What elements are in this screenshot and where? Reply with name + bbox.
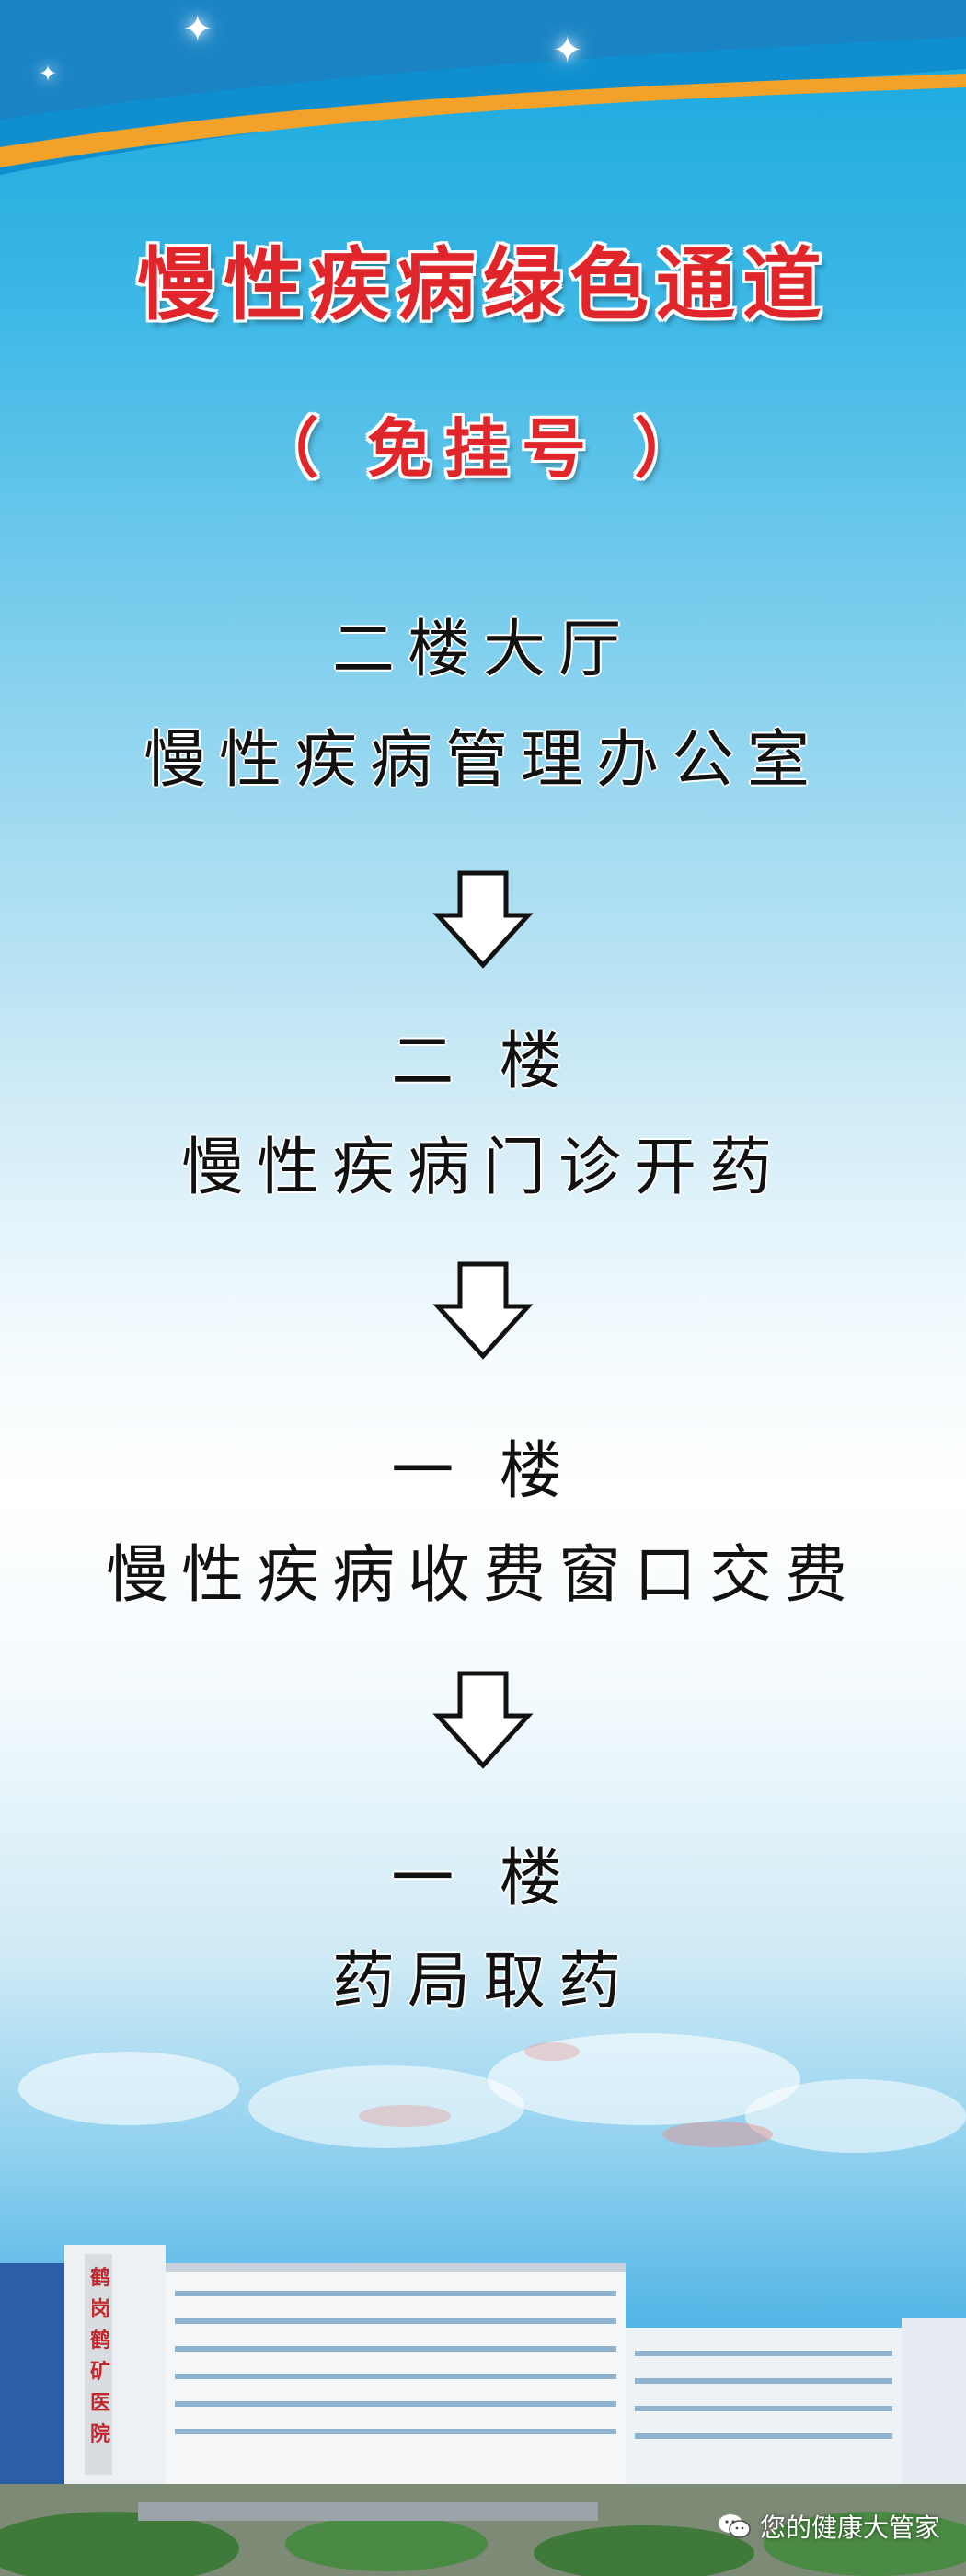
- step-2-action: 慢性疾病门诊开药: [180, 1132, 785, 1204]
- down-arrow-icon: [432, 1261, 534, 1360]
- step-3-action: 慢性疾病收费窗口交费: [105, 1539, 860, 1612]
- sparkle-icon: ✦: [552, 29, 583, 72]
- sparkle-icon: ✦: [182, 8, 213, 51]
- banner-subtitle: （ 免挂号 ）: [254, 411, 712, 487]
- wechat-icon: [718, 2514, 751, 2538]
- banner-title: 慢性疾病绿色通道: [137, 239, 829, 331]
- step-4-action: 药局取药: [331, 1946, 634, 2018]
- hospital-sign-text: 鹤岗鹤矿医院: [89, 2267, 110, 2446]
- wechat-watermark: 您的健康大管家: [718, 2508, 940, 2545]
- top-swoosh-band: [0, 0, 966, 175]
- down-arrow-icon: [432, 870, 534, 969]
- step-1-action: 慢性疾病管理办公室: [143, 724, 822, 797]
- watermark-text: 您的健康大管家: [759, 2513, 940, 2543]
- down-arrow-icon: [432, 1671, 534, 1769]
- step-4-location: 一 楼: [391, 1843, 575, 1915]
- step-2-location: 二 楼: [391, 1026, 575, 1098]
- step-3-location: 一 楼: [391, 1435, 575, 1508]
- sparkle-icon: ✦: [39, 61, 58, 86]
- step-1-location: 二楼大厅: [331, 614, 634, 686]
- cloud-decoration: [18, 2033, 966, 2153]
- hospital-building-image: [0, 2245, 966, 2576]
